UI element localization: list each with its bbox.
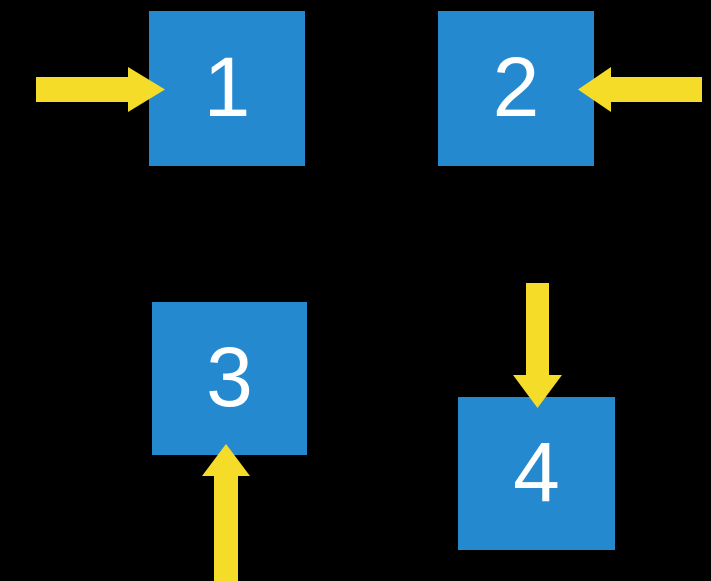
- arrow-into-node-2: [578, 66, 703, 113]
- arrow-down-icon: [513, 283, 562, 408]
- arrow-into-node-4: [512, 283, 563, 409]
- node-1-label: 1: [203, 39, 251, 134]
- node-3[interactable]: 3: [152, 302, 307, 455]
- arrow-into-node-1: [36, 66, 166, 113]
- node-4-label: 4: [513, 424, 560, 519]
- node-2[interactable]: 2: [438, 11, 594, 166]
- node-4[interactable]: 4: [458, 397, 615, 550]
- arrow-down-shape: [513, 283, 562, 408]
- node-2-label: 2: [492, 39, 540, 134]
- arrow-right-icon: [36, 67, 165, 112]
- arrow-right-shape: [36, 67, 165, 112]
- arrow-up-icon: [202, 444, 250, 581]
- node-1[interactable]: 1: [149, 11, 305, 166]
- arrow-into-node-3: [201, 444, 251, 581]
- arrow-left-shape: [578, 67, 702, 112]
- node-3-label: 3: [206, 329, 253, 424]
- arrow-up-shape: [202, 444, 250, 581]
- arrow-left-icon: [578, 67, 702, 112]
